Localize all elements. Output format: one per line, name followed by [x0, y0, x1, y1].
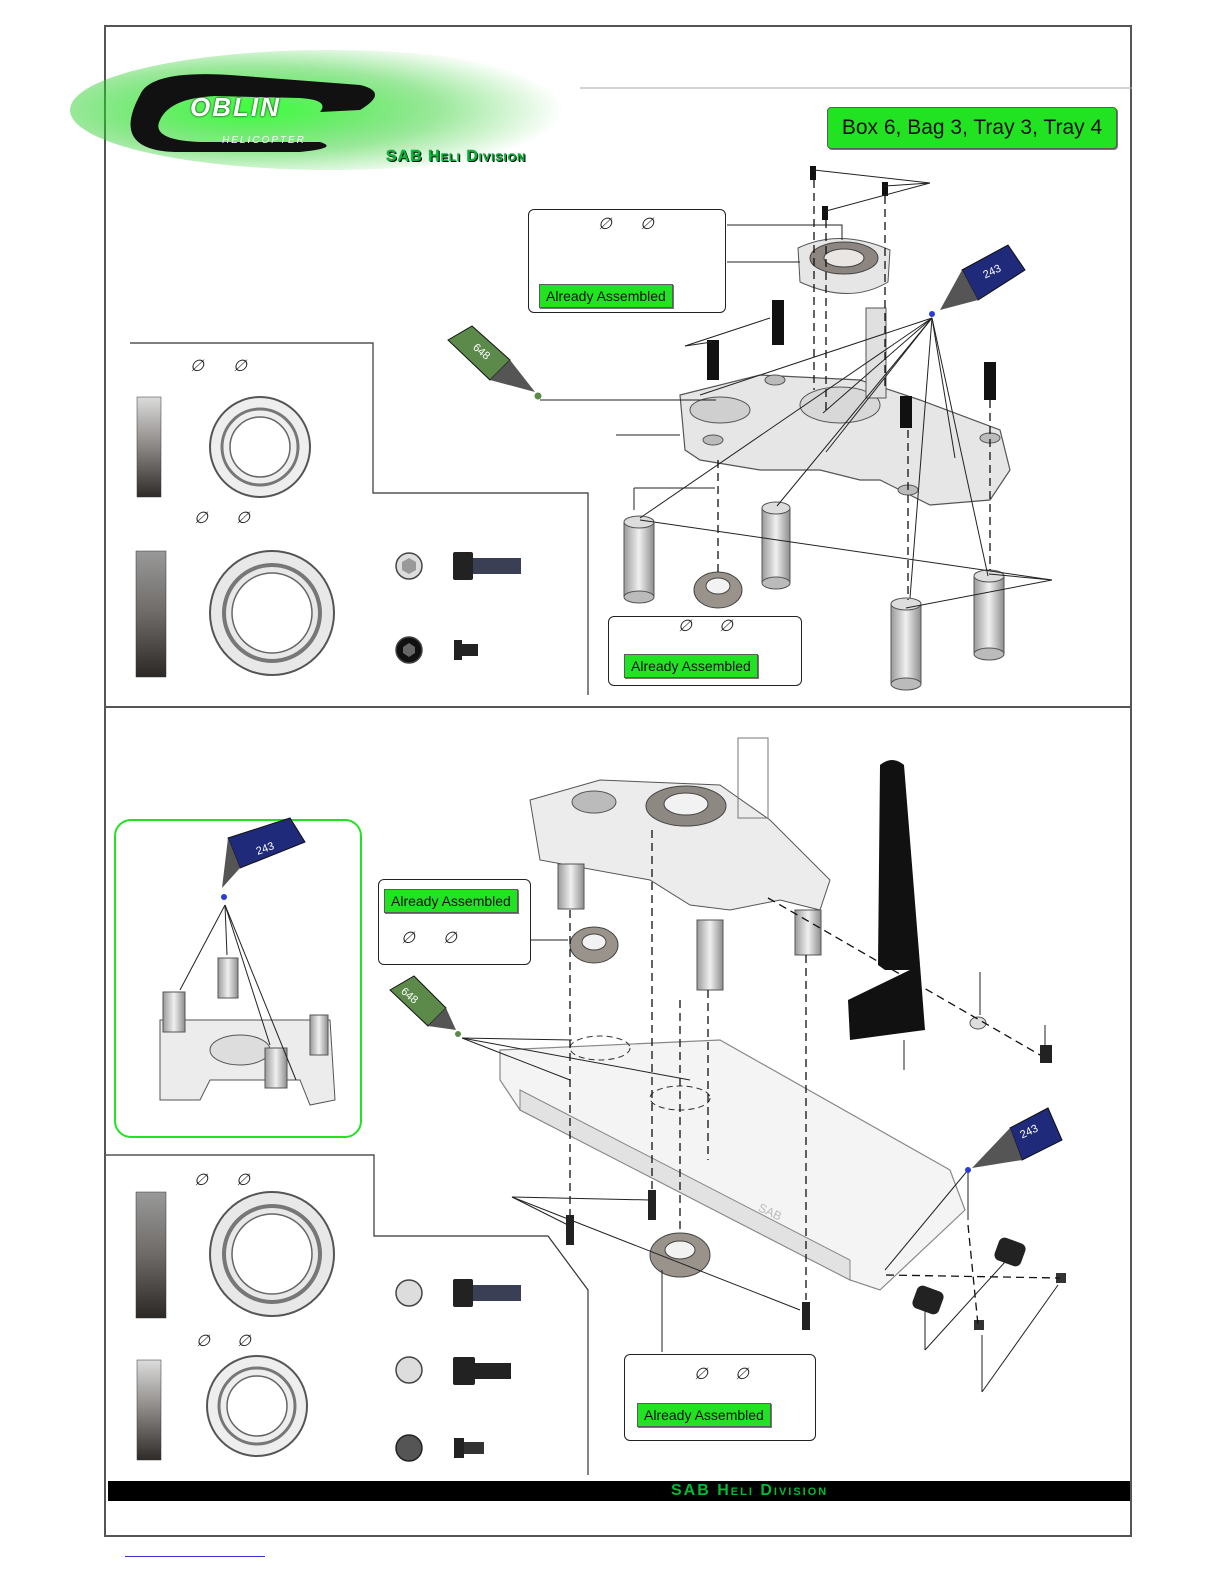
- bearing-face: [210, 551, 334, 675]
- footer-link-underline: [125, 1556, 265, 1558]
- diameter-symbol: ∅: [194, 508, 208, 527]
- button-head-screw: [396, 637, 478, 663]
- diameter-symbol: ∅: [640, 214, 654, 233]
- parts-list-bottom: [106, 1155, 588, 1475]
- logo-tagline: SAB Heli Division: [386, 148, 526, 166]
- standoff: [762, 502, 790, 589]
- already-assembled-badge: Already Assembled: [637, 1403, 771, 1427]
- footer-tagline: SAB Heli Division: [671, 1482, 828, 1500]
- diameter-symbol: ∅: [190, 356, 204, 375]
- diameter-symbol: ∅: [194, 1170, 208, 1189]
- diameter-symbol: ∅: [735, 1364, 749, 1383]
- socket-head-screw: [396, 552, 521, 580]
- standoff: [624, 516, 654, 603]
- diameter-symbol: ∅: [233, 356, 247, 375]
- diameter-symbol: ∅: [236, 1170, 250, 1189]
- diameter-symbol: ∅: [694, 1364, 708, 1383]
- already-assembled-badge: Already Assembled: [539, 284, 673, 308]
- bearing-face: [210, 397, 310, 497]
- callout-bottom-bearing: [624, 1354, 816, 1441]
- diameter-symbol: ∅: [236, 508, 250, 527]
- threadlock-detail-inset: [115, 818, 361, 1137]
- diameter-symbol: ∅: [598, 214, 612, 233]
- bearing-side-view: [137, 397, 161, 497]
- footer-bar: [108, 1481, 1130, 1501]
- bearing: [694, 572, 742, 608]
- standoff: [891, 598, 921, 690]
- diameter-symbol: ∅: [237, 1331, 251, 1350]
- already-assembled-badge: Already Assembled: [384, 889, 518, 913]
- bearing-side-view: [136, 551, 166, 677]
- diameter-symbol: ∅: [443, 928, 457, 947]
- standoff: [974, 570, 1004, 660]
- logo-subword: HELICOPTER: [222, 135, 306, 146]
- threadlocker-bottle-green: [448, 326, 542, 400]
- box-bag-tray-label: Box 6, Bag 3, Tray 3, Tray 4: [827, 107, 1117, 149]
- already-assembled-badge: Already Assembled: [624, 654, 758, 678]
- diameter-symbol: ∅: [719, 616, 733, 635]
- logo-wordmark: OBLIN: [190, 92, 281, 123]
- diameter-symbol: ∅: [678, 616, 692, 635]
- diameter-symbol: ∅: [401, 928, 415, 947]
- diameter-symbol: ∅: [196, 1331, 210, 1350]
- threadlocker-bottle-blue: [929, 245, 1025, 317]
